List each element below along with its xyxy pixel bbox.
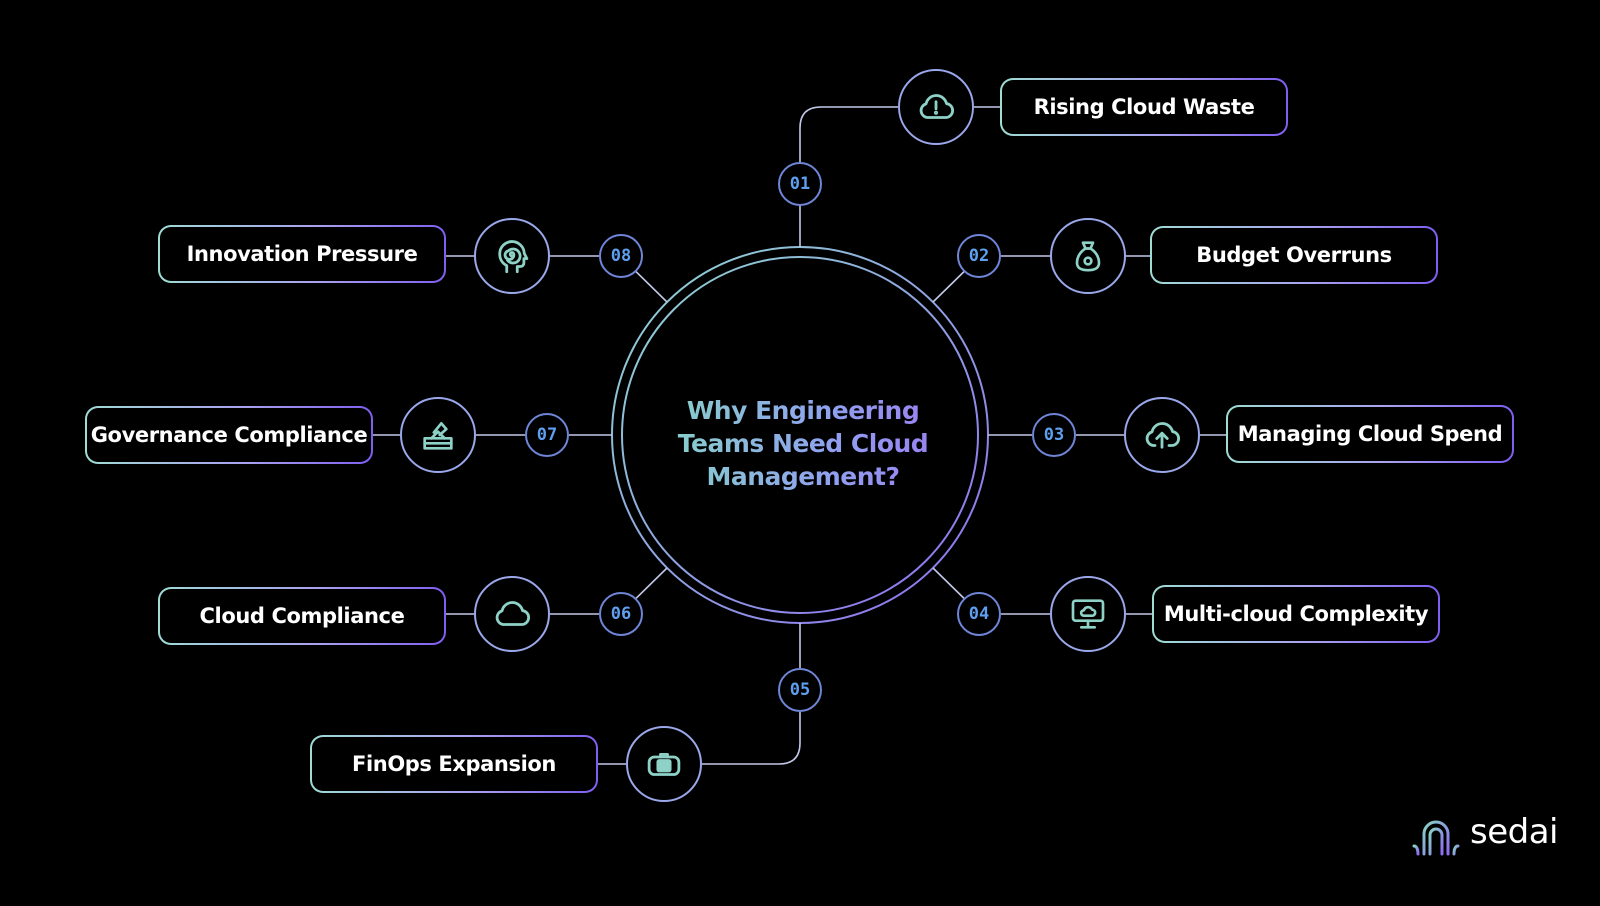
cloud-icon xyxy=(495,601,531,626)
icon-node-01 xyxy=(898,69,974,145)
step-number-03: 03 xyxy=(1032,413,1076,457)
monitor-cloud-icon xyxy=(1071,599,1105,629)
step-number-04: 04 xyxy=(957,592,1001,636)
item-label-08: Innovation Pressure xyxy=(158,225,446,283)
connector-01 xyxy=(799,106,898,247)
title-line-1: Why Engineering xyxy=(686,396,920,425)
icon-node-07 xyxy=(400,397,476,473)
icon-node-03 xyxy=(1124,397,1200,473)
title-line-3: Management? xyxy=(706,462,900,491)
item-label-01: Rising Cloud Waste xyxy=(1000,78,1288,136)
money-bag-icon xyxy=(1075,241,1101,272)
item-label-07: Governance Compliance xyxy=(85,406,373,464)
head-spiral-icon xyxy=(498,240,529,274)
item-label-02: Budget Overruns xyxy=(1150,226,1438,284)
step-number-07: 07 xyxy=(525,413,569,457)
item-label-04: Multi-cloud Complexity xyxy=(1152,585,1440,643)
brand-name: sedai xyxy=(1470,812,1559,852)
item-label-03: Managing Cloud Spend xyxy=(1226,405,1514,463)
step-number-06: 06 xyxy=(599,592,643,636)
item-label-05: FinOps Expansion xyxy=(310,735,598,793)
ballot-box-icon xyxy=(423,422,453,450)
diagram-title: Why Engineering Teams Need Cloud Managem… xyxy=(648,394,958,493)
step-number-01: 01 xyxy=(778,162,822,206)
icon-node-04 xyxy=(1050,576,1126,652)
icon-node-02 xyxy=(1050,218,1126,294)
item-label-06: Cloud Compliance xyxy=(158,587,446,645)
icon-node-08 xyxy=(474,218,550,294)
briefcase-icon xyxy=(647,752,681,776)
icon-node-05 xyxy=(626,726,702,802)
title-line-2: Teams Need Cloud xyxy=(677,429,929,458)
cloud-upload-icon xyxy=(1145,422,1181,449)
sedai-logo-icon xyxy=(1412,820,1460,856)
step-number-08: 08 xyxy=(599,234,643,278)
center-ring-inner xyxy=(621,256,979,614)
icon-node-06 xyxy=(474,576,550,652)
step-number-02: 02 xyxy=(957,234,1001,278)
cloud-warning-icon xyxy=(919,94,955,119)
step-number-05: 05 xyxy=(778,668,822,712)
